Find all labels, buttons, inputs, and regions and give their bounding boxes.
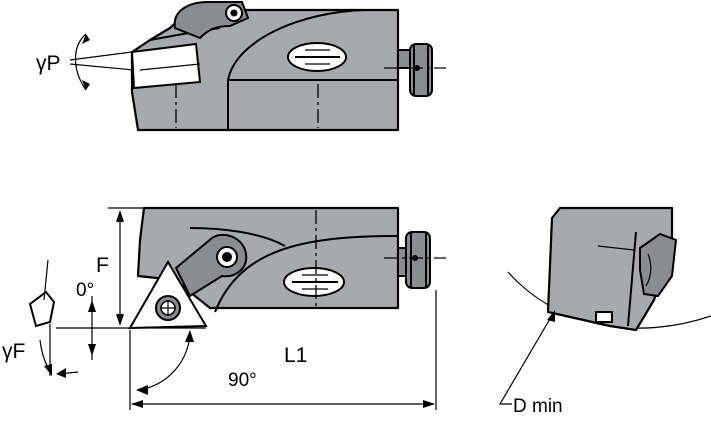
label-ninety-deg: 90° — [228, 370, 257, 391]
label-d-min: D min — [513, 396, 563, 417]
side-view-curve — [214, 235, 399, 313]
top-view-fitting — [409, 43, 433, 97]
top-view-body — [130, 8, 400, 132]
top-view: γP — [36, 1, 446, 132]
gamma-f-insert-detail — [28, 290, 56, 328]
end-view-insert — [595, 311, 613, 323]
top-view-insert-seat — [130, 42, 202, 90]
label-zero-deg: 0° — [76, 280, 94, 301]
side-view: F 0° γF 90° L1 — [2, 206, 446, 410]
end-view: D min — [498, 206, 711, 417]
end-view-clamp — [639, 232, 678, 298]
top-view-curve — [227, 9, 366, 81]
label-f: F — [96, 254, 109, 277]
label-gamma-p: γP — [36, 52, 61, 75]
label-gamma-f: γF — [2, 340, 25, 363]
label-l1: L1 — [284, 344, 307, 367]
end-view-body — [546, 206, 674, 332]
